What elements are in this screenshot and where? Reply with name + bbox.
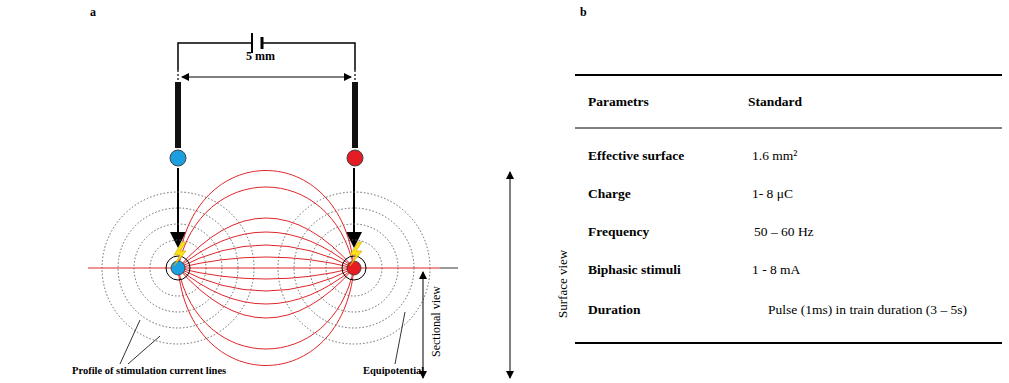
panel-letter: a: [90, 6, 96, 19]
table-header: Parametrs: [588, 95, 649, 110]
table-cell: 1- 8 μC: [752, 187, 793, 202]
callout-label: Profile of stimulation current lines: [72, 365, 226, 377]
table-cell: Effective surface: [588, 149, 684, 164]
table-cell: Frequency: [588, 225, 649, 240]
table-cell: 1 - 8 mA: [752, 263, 800, 278]
table-cell: 50 – 60 Hz: [754, 225, 814, 240]
table-cell: Charge: [588, 187, 631, 202]
table-header: Standard: [748, 95, 802, 110]
callout-label: Equipotential: [363, 365, 424, 377]
table-cell: 1.6 mm²: [752, 149, 797, 164]
table-cell: Biphasic stimuli: [588, 263, 681, 278]
table-cell: Duration: [588, 303, 641, 318]
dimension: 5 mm: [246, 50, 275, 63]
view-label: Surface view: [556, 250, 570, 318]
table-cell: Pulse (1ms) in train duration (3 – 5s): [768, 303, 967, 318]
view-label: Sectional view: [430, 286, 443, 357]
panel-letter: b: [580, 6, 587, 19]
